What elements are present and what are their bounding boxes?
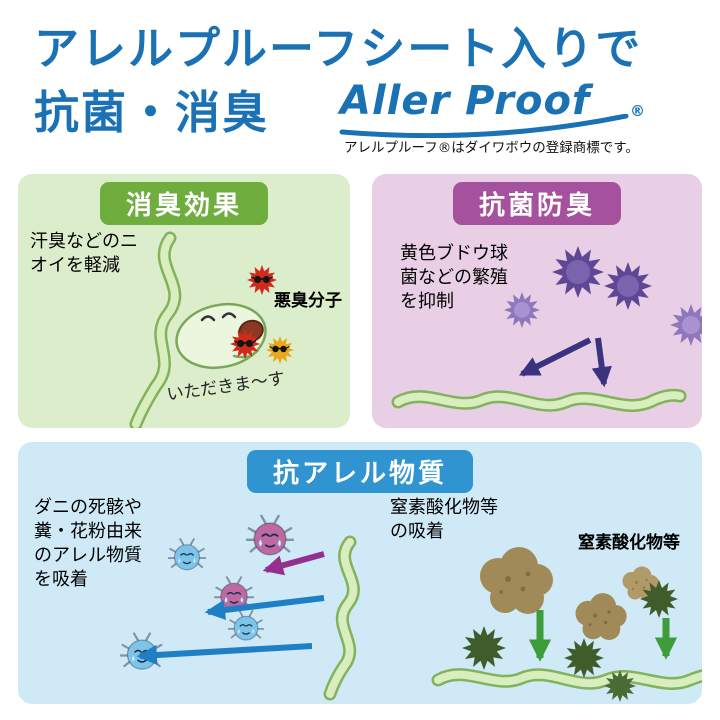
- mite-icon: [120, 632, 164, 671]
- antibacterial-illustration: [372, 246, 702, 428]
- panel-deodorant: 消臭効果 汗臭などのニ オイを軽減 悪臭分子 いただきま〜す: [18, 174, 350, 428]
- panel-deodorant-title: 消臭効果: [99, 182, 269, 225]
- registered-mark: ®: [630, 102, 645, 120]
- panel-allergen: 抗アレル物質 ダニの死骸や 糞・花粉由来 のアレル物質 を吸着 窒素酸化物等 の…: [18, 442, 702, 704]
- allergen-illustration: [120, 514, 702, 702]
- fiber-wave: [438, 674, 702, 683]
- headline-line1: アレルプルーフシート入りで: [34, 22, 643, 75]
- panel-allergen-left-body: ダニの死骸や 糞・花粉由来 のアレル物質 を吸着: [34, 497, 142, 590]
- bacteria-icon: [552, 246, 604, 298]
- panel-antibacterial: 抗菌防臭 黄色ブドウ球 菌などの繁殖 を抑制: [372, 174, 702, 428]
- odor-molecule-label: 悪臭分子: [274, 291, 342, 311]
- mite-icon: [228, 609, 264, 641]
- nox-cloud-icon: [575, 593, 627, 640]
- odor-molecule-icon: [247, 265, 277, 295]
- fiber-wave: [398, 395, 680, 405]
- adsorb-arrow-icon: [136, 643, 313, 666]
- mite-icon: [246, 514, 294, 556]
- bacteria-icon: [670, 304, 702, 346]
- adsorb-arrow-icon: [204, 595, 325, 621]
- repel-arrow-icon: [591, 337, 612, 388]
- spike-particle-icon: [564, 638, 604, 678]
- fiber-wave: [330, 542, 353, 694]
- bacteria-icon: [504, 292, 540, 328]
- logo-text: Aller Proof: [340, 78, 591, 124]
- mite-icon: [168, 538, 206, 571]
- odor-molecule-icon: [266, 336, 294, 364]
- panel-allergen-title: 抗アレル物質: [246, 450, 474, 493]
- panel-deodorant-body: 汗臭などのニ オイを軽減: [30, 231, 138, 276]
- headline-line2: 抗菌・消臭: [34, 86, 270, 139]
- trademark-note: アレルプルーフ®はダイワボウの登録商標です。: [344, 140, 639, 156]
- deodorant-character: [175, 303, 267, 369]
- panel-antibacterial-title: 抗菌防臭: [452, 182, 622, 225]
- aller-proof-logo: Aller Proof ®: [338, 78, 658, 138]
- deodorant-illustration: [18, 174, 294, 428]
- nox-label: 窒素酸化物等: [578, 533, 680, 553]
- adsorb-arrow-icon: [262, 551, 325, 576]
- logo-swoosh: [339, 114, 629, 138]
- spike-particle-icon: [462, 626, 506, 670]
- panel-antibacterial-body: 黄色ブドウ球 菌などの繁殖 を抑制: [400, 243, 508, 312]
- bacteria-icon: [604, 262, 652, 310]
- panel-allergen-right-body: 窒素酸化物等 の吸着: [390, 497, 498, 542]
- nox-cloud-icon: [480, 547, 553, 614]
- repel-arrow-icon: [518, 337, 592, 377]
